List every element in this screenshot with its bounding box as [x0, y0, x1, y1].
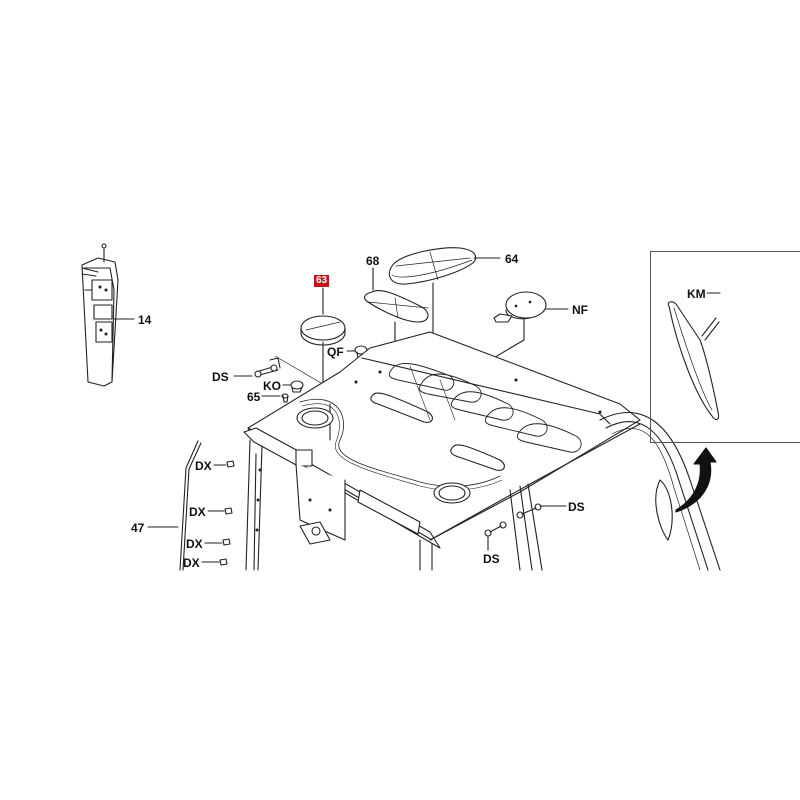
part-14-pillar-lamp	[81, 243, 119, 387]
arrow-icon	[675, 447, 717, 513]
label-65: 65	[247, 390, 261, 404]
part-ds-bolts-left	[254, 357, 281, 378]
label-ko: KO	[263, 379, 281, 393]
label-nf: NF	[572, 303, 588, 317]
inset-detail-frame	[650, 251, 800, 443]
part-64-roof-pad	[388, 247, 477, 285]
label-qf: QF	[327, 345, 344, 359]
right-pillar-arch	[599, 411, 721, 571]
dx-clips	[219, 460, 235, 566]
part-63-round-cover	[300, 315, 346, 346]
front-header-lights	[243, 427, 421, 545]
label-dx-1: DX	[195, 459, 212, 473]
label-ds-bottom: DS	[483, 552, 500, 566]
part-65-screw	[281, 393, 289, 403]
part-nf-dome-light	[493, 291, 547, 323]
label-63-highlighted[interactable]: 63	[314, 275, 330, 287]
part-ds-bolts-right	[484, 503, 542, 537]
part-47-rod	[179, 440, 202, 571]
label-68: 68	[366, 254, 380, 268]
label-ds-left: DS	[212, 370, 229, 384]
label-64: 64	[505, 252, 519, 266]
label-dx-2: DX	[189, 505, 206, 519]
left-pillar	[245, 439, 263, 571]
part-ko-knob	[290, 380, 304, 393]
km-mirror-detail	[667, 301, 720, 421]
label-14: 14	[138, 313, 152, 327]
part-68-oval-pad	[363, 289, 429, 323]
label-km: KM	[687, 287, 706, 301]
label-dx-4: DX	[183, 556, 200, 570]
label-dx-3: DX	[186, 537, 203, 551]
label-ds-right: DS	[568, 500, 585, 514]
front-right-pillar	[419, 483, 543, 571]
label-47: 47	[131, 521, 145, 535]
